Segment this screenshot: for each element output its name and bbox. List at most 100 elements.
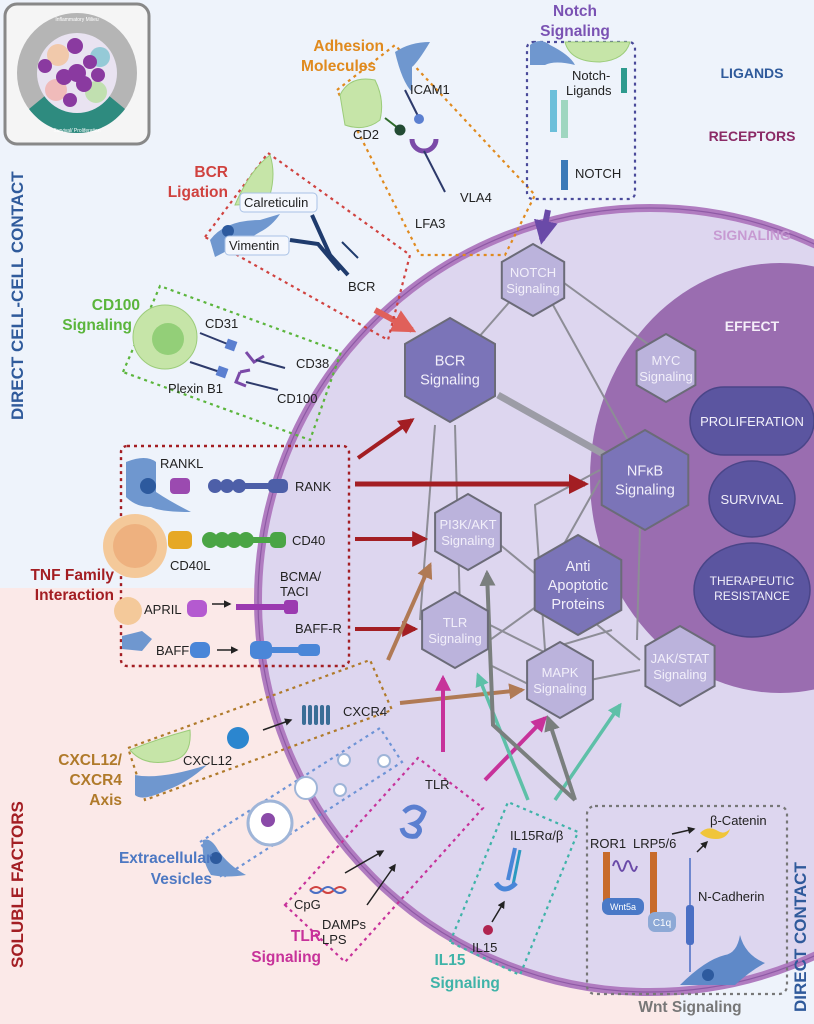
tnf-blue-cell [126, 458, 191, 512]
notch-ligand-icon [561, 100, 568, 138]
label-cxcr4: CXCR4 [343, 704, 387, 719]
baff-icon [190, 642, 210, 658]
label-baff-r: BAFF-R [295, 621, 342, 636]
network-link [552, 304, 641, 463]
cxcr4-receptor-icon [302, 705, 330, 725]
notch-title-line2: Signaling [540, 23, 610, 40]
bcr-coreceptor-icon [341, 241, 359, 259]
cd100-title-line2: Signaling [62, 317, 132, 334]
vesicle-cargo-icon [261, 813, 275, 827]
cd100-icon [234, 368, 251, 388]
effect-proliferation: PROLIFERATION [689, 386, 814, 456]
effect-label: THERAPEUTIC [710, 574, 795, 588]
network-link [636, 524, 641, 641]
ror1-receptor-icon [603, 852, 610, 912]
label-cd100: CD100 [277, 391, 317, 406]
beta-catenin-icon [700, 828, 730, 839]
cpg-arrow [344, 850, 385, 874]
plexin-b1-icon [215, 365, 229, 379]
notch-ligand-icon [621, 68, 627, 93]
label-cd40: CD40 [292, 533, 325, 548]
extracellular-vesicles-group: Extracellular Vesicles [119, 726, 404, 888]
label-cpg: CpG [294, 897, 321, 912]
wnt5a-badge [602, 898, 644, 915]
hexagon-label: NOTCH [510, 265, 556, 280]
il15-dotted-border [448, 800, 580, 977]
inset-cell-mcaf [47, 44, 69, 66]
inset-cll-cell [56, 69, 72, 85]
hexagon-label: MYC [652, 353, 681, 368]
effect-therapeutic-resistance: THERAPEUTIC RESISTANCE [693, 542, 811, 638]
vesicle-icon [294, 776, 318, 800]
effect-pill-shape [689, 386, 814, 456]
notch-stromal-cell [564, 41, 631, 63]
label-il15r: IL15Rα/β [510, 828, 563, 843]
cxcl12-ligand-icon [227, 727, 249, 749]
tnf-title-line1: TNF Family [30, 567, 114, 584]
label-taci: TACI [280, 584, 309, 599]
label-cd40l: CD40L [170, 558, 210, 573]
notch-arrow [533, 209, 558, 245]
hexagon-label: Signaling [420, 373, 480, 389]
label-bcr: BCR [348, 279, 375, 294]
wnt-blue-cell [680, 935, 765, 985]
ev-dotted-border [198, 726, 404, 880]
tlr-dotted-border [283, 756, 485, 964]
il15-ligand-icon [483, 925, 493, 935]
ev-cell-nucleus [210, 852, 222, 864]
hexagon-label: Apoptotic [548, 578, 608, 594]
tnf-cell-nucleus [140, 478, 156, 494]
effect-survival: SURVIVAL [708, 460, 796, 538]
label-april: APRIL [144, 602, 182, 617]
label-il15: IL15 [472, 940, 497, 955]
hexagon-label: NFκB [627, 464, 663, 480]
cxcr4-mapk-arrow [399, 683, 526, 705]
hexagon-shape [404, 316, 496, 424]
label-damps: DAMPs [322, 917, 367, 932]
notch-blue-cell [530, 41, 575, 65]
network-link [419, 424, 436, 621]
notch-dotted-border [525, 40, 637, 201]
vla4-stalk [423, 150, 446, 193]
hexagon-label: Signaling [533, 681, 587, 696]
calreticulin-badge [239, 192, 318, 213]
pathway-hexagons: NOTCHSignalingBCRSignalingMYCSignalingNF… [404, 242, 716, 720]
bcr-title-line2: Ligation [168, 184, 228, 201]
hexagon-shape [635, 332, 697, 404]
cd100-title-line1: CD100 [92, 297, 140, 314]
cxcl12-title-line3: Axis [89, 792, 122, 809]
hexagon-label: Anti [566, 559, 591, 575]
hexagon-shape [533, 533, 623, 637]
ev-blue-cell [202, 839, 246, 877]
cpg-dna-icon-strand [309, 886, 347, 894]
network-link [589, 669, 641, 681]
notch-receptor-icon [561, 160, 568, 190]
bcr-title-line1: BCR [194, 164, 228, 181]
hexagon-label: TLR [443, 615, 468, 630]
cd100-cell-nucleus [152, 323, 184, 355]
cell-membrane-inner-line [257, 207, 814, 993]
hexagon-label: MAPK [542, 665, 579, 680]
label-rank: RANK [295, 479, 331, 494]
cd40l-cell-nucleus [113, 524, 157, 568]
tlr-mapk-arrow [483, 715, 548, 782]
hexagon-shape [526, 640, 594, 720]
cxcl12-stromal-cell [129, 729, 191, 763]
tnf-title-line2: Interaction [35, 587, 114, 604]
april-icon [187, 600, 207, 617]
n-cadherin-icon [686, 905, 694, 945]
icam1-ligand-icon [414, 114, 424, 124]
layer-label-ligands: LIGANDS [721, 65, 784, 81]
hexagon-label: PI3K/AKT [439, 517, 496, 532]
ev-title-line1: Extracellular [119, 850, 212, 867]
cd40-receptor-icon [202, 532, 286, 548]
wnt-title: Wnt Signaling [638, 999, 741, 1016]
hexagon-shape [600, 428, 690, 532]
bcr-nfkb-strong-link [496, 391, 607, 459]
baff-cell [122, 631, 152, 651]
network-link [489, 664, 531, 686]
